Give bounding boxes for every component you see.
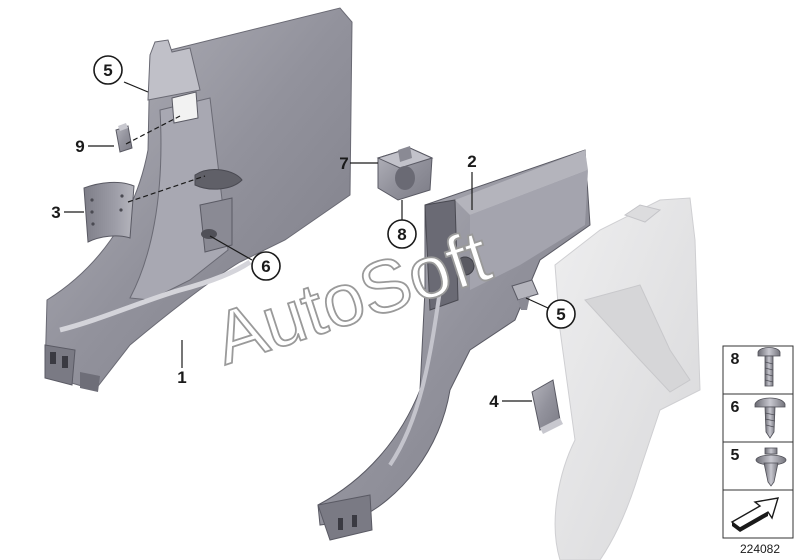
screw-icon [757, 347, 781, 387]
callout-3: 3 [51, 203, 60, 222]
parts-legend: 8 6 5 [722, 345, 794, 539]
svg-text:5: 5 [556, 305, 565, 324]
callout-5-right: 5 [546, 299, 576, 329]
cover-part-3 [83, 181, 135, 243]
callout-8: 8 [387, 219, 417, 249]
svg-text:4: 4 [489, 392, 499, 411]
cover-part-4 [531, 379, 563, 434]
svg-text:2: 2 [467, 152, 476, 171]
svg-text:8: 8 [397, 225, 406, 244]
ghost-trim-panel [554, 197, 701, 560]
leader-lines [64, 81, 549, 402]
legend-item-6[interactable]: 6 [722, 393, 794, 443]
svg-text:3: 3 [51, 203, 60, 222]
diagram-number: 224082 [740, 542, 780, 556]
screw-icon [754, 397, 786, 439]
expanding-rivet-icon [755, 447, 787, 487]
callout-6: 6 [251, 251, 281, 281]
navigation-arrow[interactable] [722, 489, 794, 539]
callout-5-left: 5 [93, 55, 123, 85]
callout-4: 4 [489, 392, 499, 411]
callout-9: 9 [75, 137, 84, 156]
svg-text:1: 1 [177, 368, 186, 387]
rivet-part-5 [511, 279, 539, 310]
svg-text:5: 5 [731, 447, 740, 464]
holder-part-7 [376, 146, 434, 201]
svg-text:6: 6 [731, 399, 740, 416]
svg-text:8: 8 [731, 351, 740, 368]
svg-text:9: 9 [75, 137, 84, 156]
callouts: 5 9 3 6 1 7 8 2 5 4 [51, 55, 576, 411]
svg-text:7: 7 [339, 154, 348, 173]
legend-item-5[interactable]: 5 [722, 441, 794, 491]
arrow-icon [730, 497, 779, 532]
pillar-trim-part-1 [44, 7, 353, 392]
legend-item-8[interactable]: 8 [722, 345, 794, 395]
svg-text:6: 6 [261, 257, 270, 276]
svg-text:5: 5 [103, 61, 112, 80]
callout-1: 1 [177, 368, 186, 387]
callout-7: 7 [339, 154, 348, 173]
clip-part-9 [115, 123, 133, 153]
pillar-trim-part-2 [317, 149, 591, 541]
callout-2: 2 [467, 152, 476, 171]
